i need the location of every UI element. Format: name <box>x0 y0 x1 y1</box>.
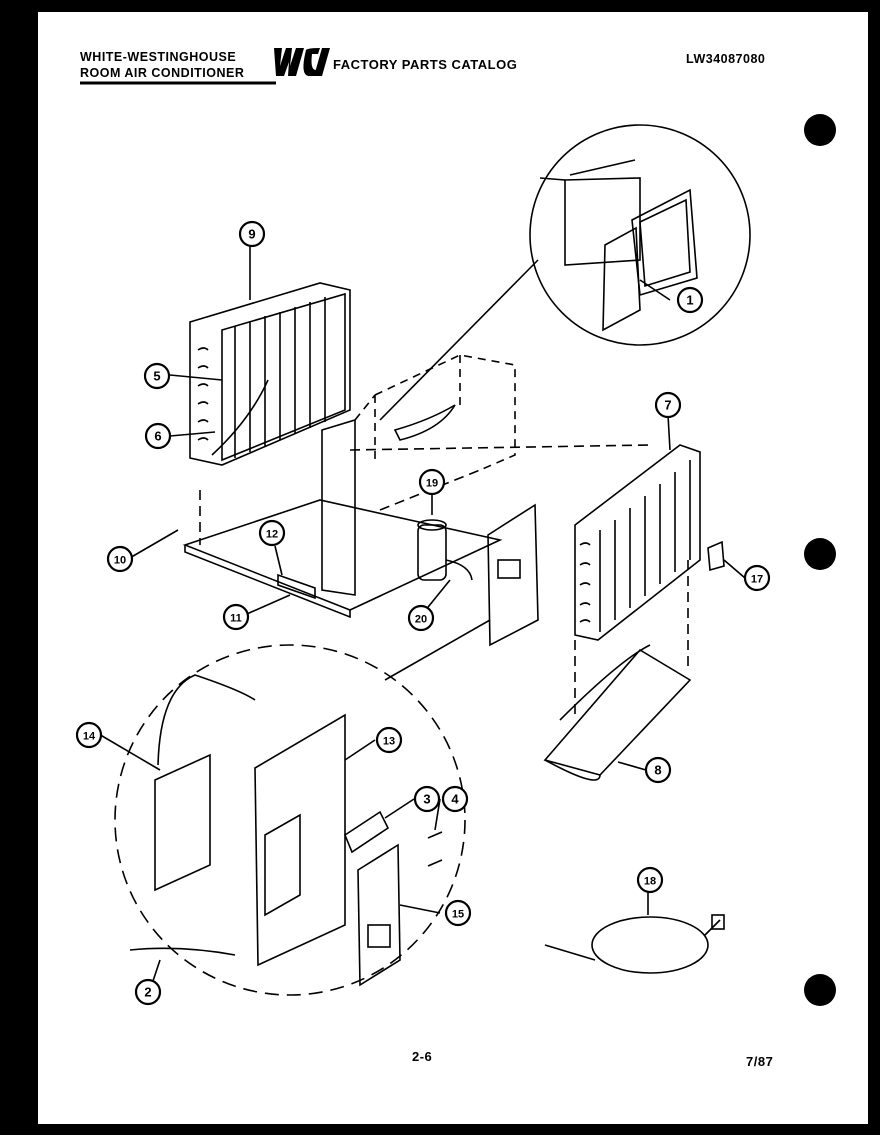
callout-number: 10 <box>114 555 126 567</box>
callout-2: 2 <box>134 978 162 1006</box>
callout-9: 9 <box>238 220 266 248</box>
evaporator-tube <box>211 379 269 456</box>
control-panel-cutout <box>264 813 301 917</box>
callout-number: 19 <box>426 478 438 490</box>
callout-5: 5 <box>143 362 171 390</box>
callout-12: 12 <box>258 519 286 547</box>
panel-buttons <box>367 924 391 948</box>
grille-door <box>602 226 641 332</box>
evaporator-coil-front <box>189 282 351 466</box>
detail-circle-bottom <box>114 644 466 996</box>
power-wire-harness <box>129 947 236 956</box>
callout-number: 20 <box>415 614 427 626</box>
control-knob-slot <box>497 559 521 579</box>
catalog-title: FACTORY PARTS CATALOG <box>333 57 518 72</box>
control-panel <box>254 713 346 967</box>
cabinet-dash-lines <box>354 355 461 460</box>
base-pan-edge <box>184 545 351 619</box>
callout-18: 18 <box>636 866 664 894</box>
decorative-panel <box>357 843 401 987</box>
binder-hole-top <box>804 114 836 146</box>
drain-pan <box>543 648 692 776</box>
callout-number: 13 <box>383 736 395 748</box>
callout-11: 11 <box>222 603 250 631</box>
callout-number: 15 <box>452 909 464 921</box>
brand-name: WHITE-WESTINGHOUSE <box>80 50 237 64</box>
callout-7: 7 <box>654 391 682 419</box>
condenser-coil-front <box>574 444 701 641</box>
page-number: 2-6 <box>412 1049 433 1064</box>
cabinet-outline <box>374 354 516 471</box>
capacitor-body <box>417 524 447 581</box>
callout-number: 2 <box>144 985 151 1000</box>
power-cord-coil <box>591 916 709 974</box>
base-pan <box>182 499 503 611</box>
bracket-part <box>707 540 725 572</box>
leader-dashes-drain <box>574 560 689 720</box>
product-name: ROOM AIR CONDITIONER <box>80 66 245 80</box>
callout-number: 3 <box>423 792 430 807</box>
callout-3: 3 <box>413 785 441 813</box>
control-bracket <box>487 503 539 647</box>
callout-number: 5 <box>153 369 160 384</box>
leader-detail-bottom <box>384 619 491 681</box>
grille-opening <box>564 177 641 266</box>
callout-leaders <box>96 245 746 991</box>
callout-8: 8 <box>644 756 672 784</box>
callout-1: 1 <box>676 286 704 314</box>
callout-4: 4 <box>441 785 469 813</box>
switch-wire <box>157 674 256 766</box>
filter-panel-inner <box>639 198 691 288</box>
callout-10: 10 <box>106 545 134 573</box>
model-number: LW34087080 <box>686 52 766 66</box>
callout-number: 1 <box>686 293 693 308</box>
callout-6: 6 <box>144 422 172 450</box>
detail-circle-top <box>529 124 751 346</box>
grille-frame <box>539 159 636 181</box>
callout-14: 14 <box>75 721 103 749</box>
callout-number: 6 <box>154 429 161 444</box>
paper-sheet <box>38 12 868 1124</box>
callout-number: 12 <box>266 529 278 541</box>
switch-bracket <box>344 810 390 854</box>
evaporator-coil-bends <box>197 347 209 441</box>
binder-hole-middle <box>804 538 836 570</box>
callout-number: 17 <box>751 574 763 586</box>
capacitor-leads <box>445 559 473 581</box>
callout-number: 8 <box>654 763 661 778</box>
fan-shroud <box>393 404 456 441</box>
revision-date: 7/87 <box>746 1054 774 1069</box>
screw-3 <box>427 831 443 839</box>
callout-20: 20 <box>407 604 435 632</box>
callout-number: 7 <box>664 398 671 413</box>
binder-hole-bottom <box>804 974 836 1006</box>
screw-4 <box>427 859 443 867</box>
condenser-coil-fins <box>599 460 691 632</box>
drain-pan-lip <box>544 644 651 781</box>
heater-element <box>277 573 316 600</box>
callout-number: 11 <box>230 613 242 625</box>
bulkhead <box>321 418 356 596</box>
capacitor-top <box>417 519 447 531</box>
leader-detail-top <box>379 259 539 421</box>
callout-13: 13 <box>375 726 403 754</box>
evaporator-coil-fins <box>234 297 326 458</box>
callout-number: 4 <box>451 792 459 807</box>
callout-number: 14 <box>83 731 96 743</box>
condenser-coil-bends <box>579 542 591 623</box>
evaporator-coil-face <box>221 292 346 462</box>
callout-number: 18 <box>644 876 656 888</box>
callout-19: 19 <box>418 468 446 496</box>
wci-logo <box>268 46 332 85</box>
callout-number: 9 <box>248 227 255 242</box>
selector-switch <box>154 753 211 892</box>
power-cord-plug <box>711 914 725 930</box>
callout-17: 17 <box>743 564 771 592</box>
callout-15: 15 <box>444 899 472 927</box>
